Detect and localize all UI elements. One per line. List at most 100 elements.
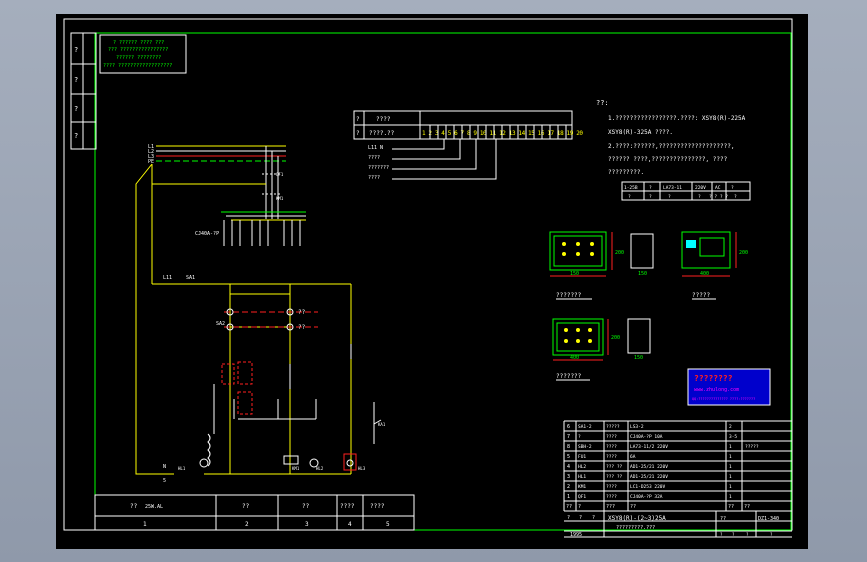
- side-cell-2: ?: [74, 76, 78, 84]
- title-right-3: ?: [746, 532, 749, 537]
- drawing-canvas[interactable]: ? ? ? ? ? ?????? ???? ??? ??? ??????????…: [56, 14, 808, 549]
- parts-row-code: SA1-2: [578, 424, 592, 430]
- parts-row-code: SBH-2: [578, 444, 592, 450]
- notes-heading: ??:: [596, 99, 609, 107]
- push-label-2: ??: [298, 324, 306, 331]
- dim-3: 150: [638, 271, 647, 277]
- lamp-label-hl3: HL3: [358, 466, 366, 471]
- lamp-label-km1: KM1: [292, 466, 300, 471]
- enclosure-views: 150 200 150 400 200 ??????? ?????: [549, 231, 748, 381]
- view-caption-1: ???????: [556, 292, 582, 299]
- logo-sub: www.zhulong.com: [694, 387, 739, 393]
- parts-row-code: QF1: [578, 494, 586, 500]
- parts-header-cell: ??: [566, 504, 572, 510]
- drawing-no: DZ1-340: [758, 516, 779, 522]
- logo-title: ????????: [694, 374, 733, 383]
- title-left-2: ?: [579, 515, 582, 521]
- svg-text:KM1: KM1: [276, 196, 284, 201]
- watermark-line-2: ??? ????????????????: [108, 47, 168, 53]
- bottom-r1-c4: ????: [340, 503, 355, 510]
- outer-frame: [63, 18, 793, 531]
- switch-sa1-label: SA1: [186, 275, 195, 281]
- spec-row-5: ? ? ? ?: [709, 194, 728, 200]
- parts-header-cell: ??: [630, 504, 636, 510]
- parts-header-cell: ??: [744, 504, 750, 510]
- parts-row-no: 4: [567, 464, 570, 470]
- spec-header-4: 220V: [695, 185, 706, 191]
- parts-row-spec: LA73-11/2 220V: [630, 444, 668, 450]
- bottom-r2-c1: 1: [143, 521, 147, 528]
- parts-row-name: ??? ??: [606, 464, 623, 470]
- dim-7: 200: [611, 335, 620, 341]
- power-bus: L1 L2 L3 PE QF1 KM1: [148, 144, 306, 246]
- dim-1: 150: [570, 271, 579, 277]
- parts-row-spec: CJ40A-?P 32A: [630, 494, 663, 500]
- parts-row-code: FU1: [578, 454, 586, 460]
- terminal-strip: ? ???? ? ????.?? 1 2 3 4 5 6 7 8 9 10 11…: [353, 110, 584, 181]
- side-cell-1: ?: [74, 46, 78, 54]
- parts-row-name: ????: [606, 454, 617, 460]
- parts-row-code: ?: [578, 434, 581, 440]
- bottom-r1-c1b: 25W.AL: [145, 504, 163, 510]
- bus-label-l1: L1: [148, 144, 154, 150]
- dim-5: 200: [739, 250, 748, 256]
- dim-4: 400: [700, 271, 709, 277]
- push-label-1: ??: [298, 309, 306, 316]
- spec-row-2: ?: [649, 194, 652, 200]
- bottom-table: ?? 25W.AL ?? ?? ???? ???? 1 2 3 4 5: [94, 494, 415, 531]
- bottom-r2-c5: 5: [386, 521, 390, 528]
- parts-row-spec: 6A: [630, 454, 636, 460]
- parts-header-cell: ???: [606, 504, 615, 510]
- parts-row-spec: AD1-25/21 220V: [630, 464, 668, 470]
- parts-row-spec: AD1-25/21 220V: [630, 474, 668, 480]
- parts-row-name: ??? ??: [606, 474, 623, 480]
- title-main: XSY8(R)-(2~3)25A: [608, 515, 666, 522]
- parts-header-cell: ?: [578, 504, 581, 510]
- notes-line-2: XSY8(R)-325A ????.: [608, 129, 673, 136]
- schematic-svg: ? ? ? ? ? ?????? ???? ??? ??? ??????????…: [63, 18, 793, 538]
- parts-row-spec: LC1-D253 220V: [630, 484, 666, 490]
- spec-header-1: 1-25B: [624, 185, 638, 191]
- dim-2: 200: [615, 250, 624, 256]
- watermark-box: ? ?????? ???? ??? ??? ???????????????? ?…: [99, 34, 187, 74]
- watermark-line-4: ???? ??????????????????: [103, 63, 172, 69]
- bus-label-l3: L3: [148, 154, 154, 160]
- bottom-5-label: 5: [163, 478, 166, 484]
- title-left-3: ?: [592, 515, 595, 521]
- parts-row-name: ????: [606, 494, 617, 500]
- parts-row-name: ????: [606, 484, 617, 490]
- parts-row-no: 2: [567, 484, 570, 490]
- side-cell-3: ?: [74, 105, 78, 113]
- spec-row-6: ?: [734, 194, 737, 200]
- parts-row-no: 5: [567, 454, 570, 460]
- side-title-block: ? ? ? ?: [70, 32, 97, 150]
- terminal-left-2: ????: [368, 155, 380, 161]
- bottom-r1-c5: ????: [370, 503, 385, 510]
- bottom-r2-c4: 4: [348, 521, 352, 528]
- parts-row-qty: 3-5: [729, 434, 737, 440]
- parts-row-no: 1: [567, 494, 570, 500]
- parts-row-qty: 1: [729, 494, 732, 500]
- parts-row-note: ?????: [745, 444, 759, 450]
- spec-header-5: AC: [715, 185, 721, 191]
- svg-text:QF1: QF1: [276, 172, 284, 177]
- terminal-digits: 1 2 3 4 5 6 7 8 9 10 11 12 13 14 15 16 1…: [422, 130, 583, 137]
- parts-row-no: 7: [567, 434, 570, 440]
- title-right-2: ?: [732, 532, 735, 537]
- bottom-r2-c2: 2: [245, 521, 249, 528]
- spec-row-3: ?: [668, 194, 671, 200]
- bus-label-pe: PE: [148, 159, 154, 165]
- motor-label: CJ40A-?P: [195, 231, 219, 237]
- parts-row-spec: LS3-2: [630, 424, 644, 430]
- watermark-line-3: ?????? ????????: [116, 55, 161, 61]
- view-caption-3: ???????: [556, 373, 582, 380]
- terminal-row2-left: ?: [356, 130, 360, 137]
- notes-line-4: ?????? ????,???????????????, ????: [608, 156, 728, 163]
- terminal-header-right: ????: [376, 116, 391, 123]
- parts-header-cell: ??: [728, 504, 734, 510]
- spec-header-6: ?: [731, 185, 734, 191]
- notes-line-5: ?????????.: [608, 169, 644, 176]
- bottom-r1-c1: ??: [130, 503, 138, 510]
- parts-row-no: 8: [567, 444, 570, 450]
